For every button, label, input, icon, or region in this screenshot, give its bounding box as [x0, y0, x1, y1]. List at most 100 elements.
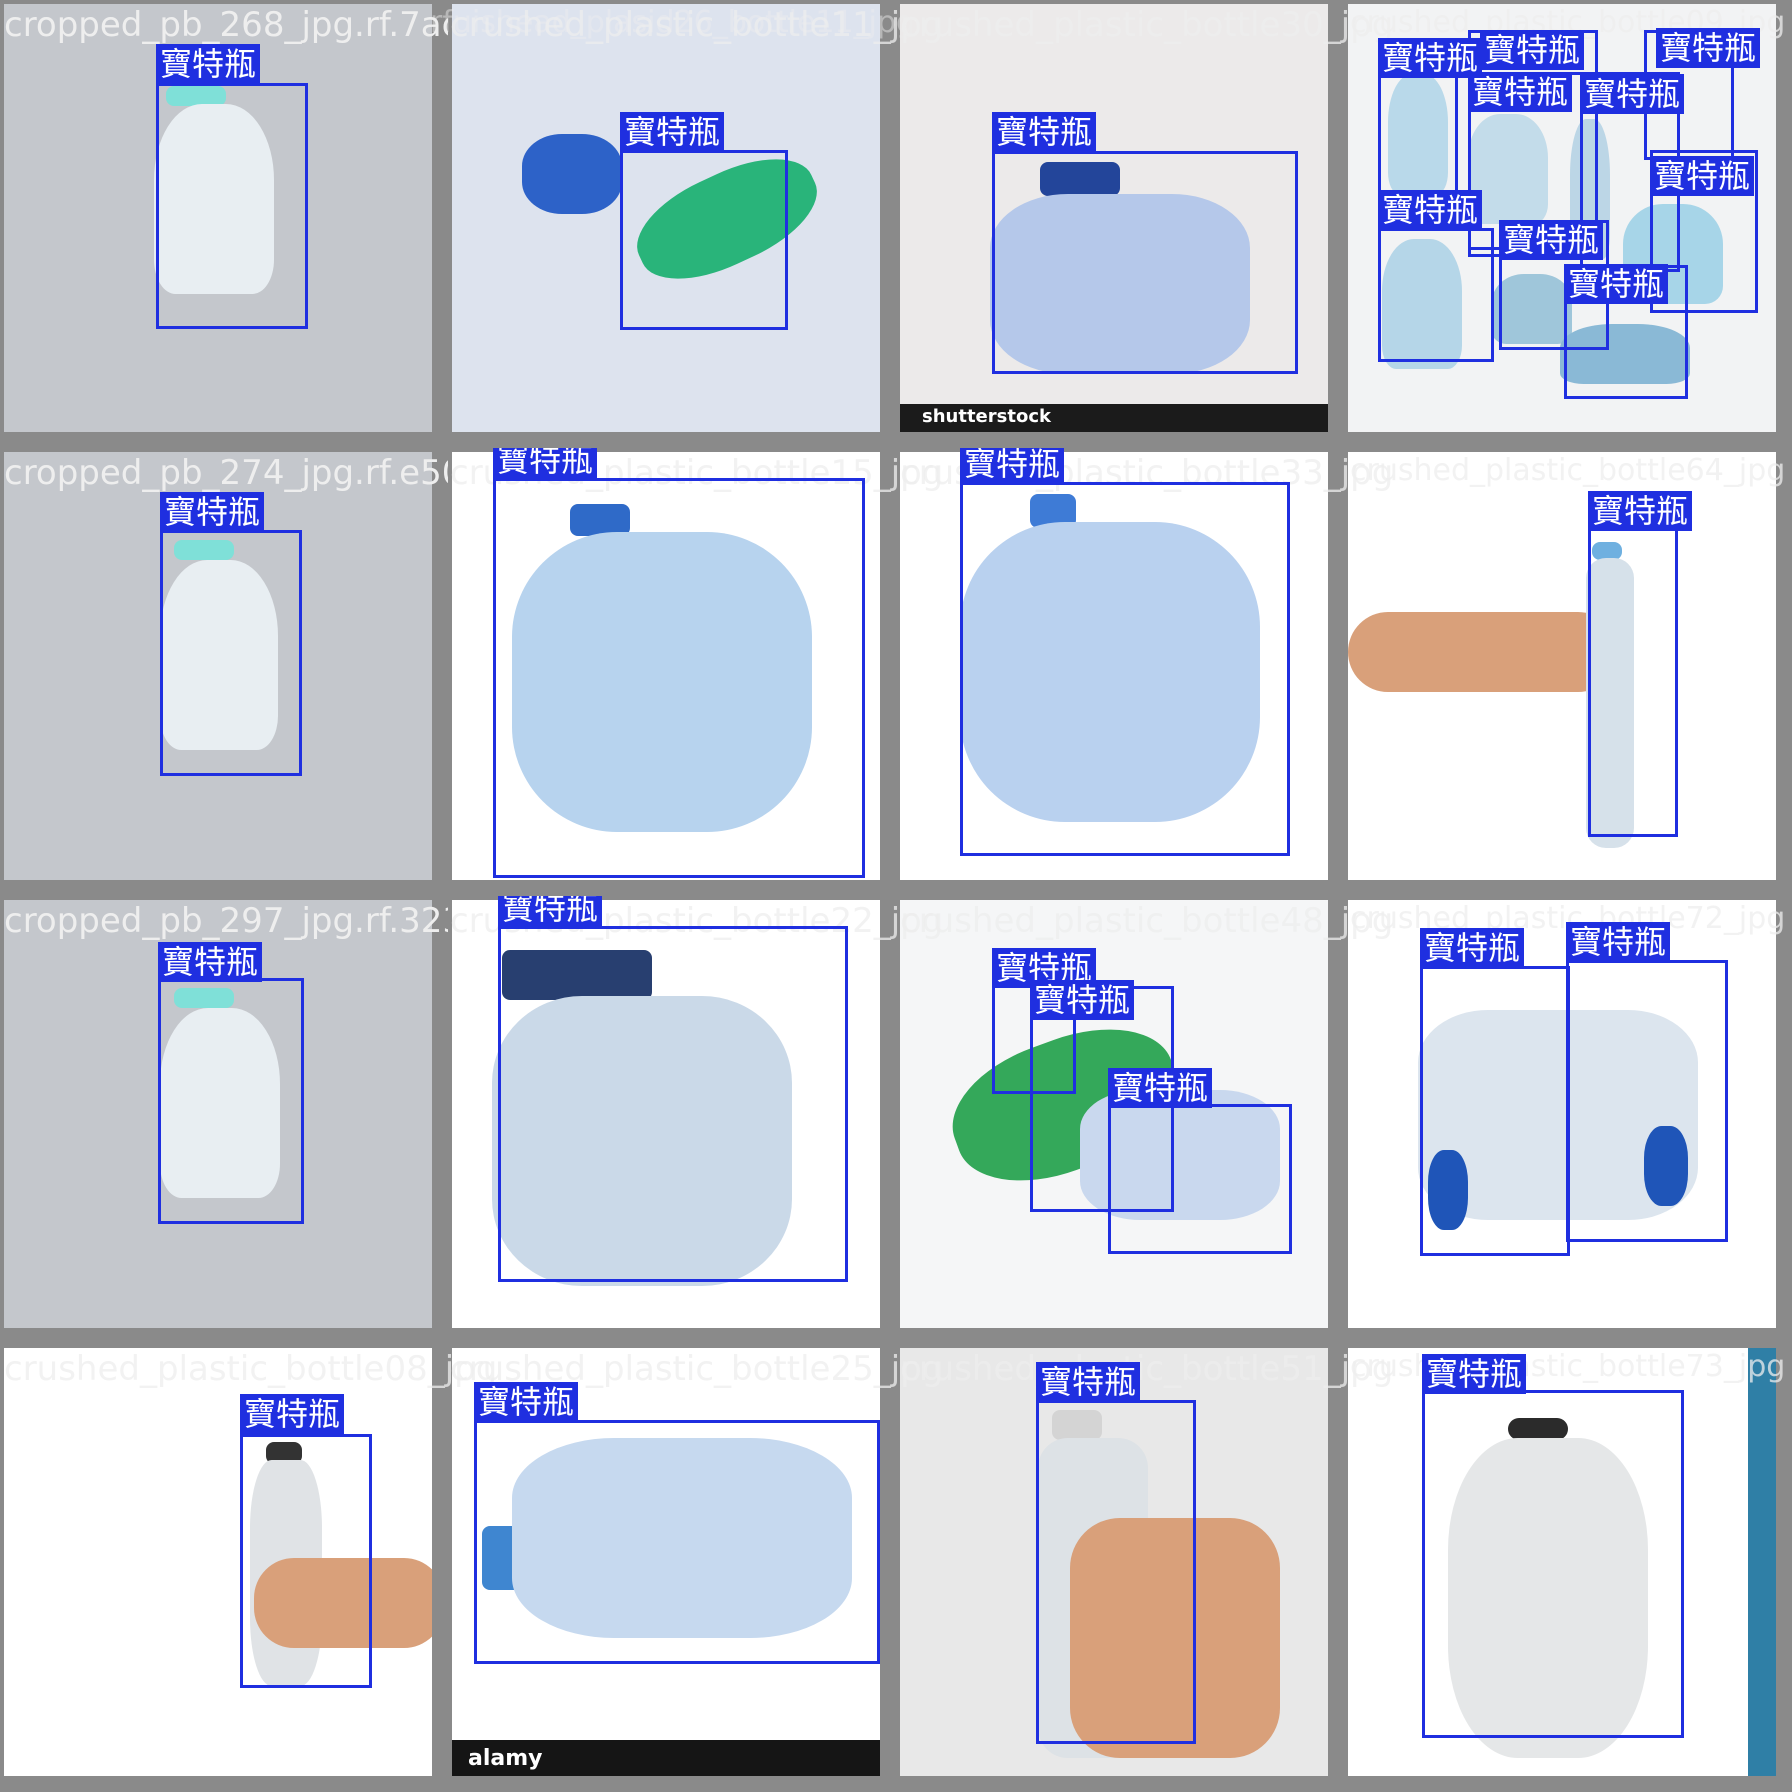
tile-6: 寶特瓶	[448, 448, 896, 896]
detection-box	[498, 926, 848, 1282]
photo	[900, 900, 1328, 1328]
tile-12: 寶特瓶 寶特瓶	[1344, 896, 1792, 1344]
detection-label: 寶特瓶	[1499, 220, 1604, 260]
detection-box	[1420, 966, 1570, 1256]
detection-label: 寶特瓶	[1564, 264, 1669, 304]
bottle	[1382, 239, 1462, 369]
image-filename: cropped_pb_268_jpg.rf.7ac2b	[4, 5, 448, 45]
image-filename: cropped_pb_274_jpg.rf.e5018	[4, 453, 448, 493]
image-filename: crushed_plastic_bottle11_jpg	[450, 5, 944, 45]
detection-box	[960, 482, 1290, 856]
bottle	[1586, 558, 1634, 848]
detection-label: 寶特瓶	[1030, 980, 1135, 1020]
tile-7: 寶特瓶	[896, 448, 1344, 896]
tile-13: 寶特瓶	[0, 1344, 448, 1792]
watermark: alamy	[468, 1746, 543, 1771]
detection-box	[1588, 525, 1678, 837]
detection-label: 寶特瓶	[158, 942, 263, 982]
tile-11: 寶特瓶 寶特瓶 寶特瓶	[896, 896, 1344, 1344]
detection-box	[1650, 150, 1758, 313]
bottle	[492, 996, 792, 1286]
bottle-cap	[1428, 1150, 1468, 1230]
bottle	[512, 1438, 852, 1638]
detection-label: 寶特瓶	[1650, 156, 1755, 196]
detection-box	[1378, 65, 1458, 195]
photo: shutterstock	[900, 4, 1328, 432]
watermark-bar	[900, 404, 1328, 432]
detection-label: 寶特瓶	[992, 112, 1097, 152]
detection-box	[240, 1434, 372, 1688]
image-filename: crushed_plastic_bottle25_jpg	[450, 1349, 944, 1389]
bottle-cap	[174, 988, 234, 1008]
detection-label: 寶特瓶	[960, 448, 1065, 484]
detection-box	[158, 978, 304, 1224]
detection-box	[620, 150, 788, 330]
detection-label: 寶特瓶	[1566, 922, 1671, 962]
watermark-bar	[452, 1740, 880, 1776]
bottle	[160, 560, 278, 750]
detection-label: 寶特瓶	[1378, 38, 1483, 78]
photo	[4, 1348, 432, 1776]
detection-label: 寶特瓶	[474, 1382, 579, 1422]
detection-label: 寶特瓶	[1468, 72, 1573, 112]
detection-label: 寶特瓶	[1656, 28, 1761, 68]
tile-14: alamy 寶特瓶	[448, 1344, 896, 1792]
tile-9: cropped_pb_297_jpg.rf.3232 寶特瓶	[0, 896, 448, 1344]
detection-label: 寶特瓶	[498, 896, 603, 928]
detection-label: 寶特瓶	[1420, 928, 1525, 968]
photo	[900, 452, 1328, 880]
photo	[1348, 452, 1776, 880]
bottle	[1560, 324, 1690, 384]
arm	[1348, 612, 1618, 692]
bottle-cap	[174, 540, 234, 560]
bottle-cap	[1508, 1418, 1568, 1440]
tile-16: dreamstime.com 寶特瓶	[1344, 1344, 1792, 1792]
tile-8: 寶特瓶	[1344, 448, 1792, 896]
detection-label: 寶特瓶	[160, 492, 265, 532]
bottle-cap	[1040, 162, 1120, 196]
watermark: shutterstock	[922, 406, 1051, 427]
photo	[1348, 900, 1776, 1328]
detection-label: 寶特瓶	[156, 44, 261, 84]
photo	[900, 1348, 1328, 1776]
bottle-cap	[166, 86, 226, 106]
bottle-cap	[1592, 542, 1622, 560]
image-filename: crushed_plastic_bottle08_jpg	[4, 1349, 498, 1389]
detection-box	[1036, 1400, 1196, 1744]
detection-label: 寶特瓶	[1588, 491, 1693, 531]
detection-label: 寶特瓶	[1036, 1362, 1141, 1402]
bottle	[1388, 74, 1448, 194]
detection-box	[992, 151, 1298, 374]
detection-label: 寶特瓶	[240, 1394, 345, 1434]
bottle-cap	[1644, 1126, 1688, 1206]
image-filename: crushed_plastic_bottle51_jpg	[900, 1349, 1394, 1389]
watermark-bar	[1748, 1348, 1776, 1776]
arm	[254, 1558, 432, 1648]
bottle-cap	[266, 1442, 302, 1464]
bottle	[1492, 274, 1572, 344]
tile-2: 寶特瓶	[448, 0, 896, 448]
bottle-cap	[502, 950, 652, 1000]
detection-box	[1566, 960, 1728, 1242]
image-filename: crushed_plastic_bottle30_jpg	[900, 5, 1394, 45]
image-filename: crushed_plastic_bottle73_jpg	[1350, 1349, 1786, 1384]
detection-label: 寶特瓶	[493, 448, 598, 480]
photo	[452, 4, 880, 432]
detection-label: 寶特瓶	[620, 112, 725, 152]
tile-1: cropped_pb_268_jpg.rf.7ac2b 寶特瓶	[0, 0, 448, 448]
tile-5: cropped_pb_274_jpg.rf.e5018 寶特瓶	[0, 448, 448, 896]
detection-box	[156, 83, 308, 329]
tile-15: 寶特瓶	[896, 1344, 1344, 1792]
detection-box	[1422, 1390, 1684, 1738]
detection-label: 寶特瓶	[1580, 74, 1685, 114]
bottle-cap	[570, 504, 630, 536]
bottle	[1448, 1438, 1648, 1758]
detection-box	[493, 478, 865, 878]
tile-10: 寶特瓶	[448, 896, 896, 1344]
detection-label: 寶特瓶	[1480, 30, 1585, 70]
image-filename: cropped_pb_297_jpg.rf.3232	[4, 901, 448, 941]
bottle	[990, 194, 1250, 374]
photo	[452, 900, 880, 1328]
photo	[452, 452, 880, 880]
detection-box	[474, 1420, 880, 1664]
